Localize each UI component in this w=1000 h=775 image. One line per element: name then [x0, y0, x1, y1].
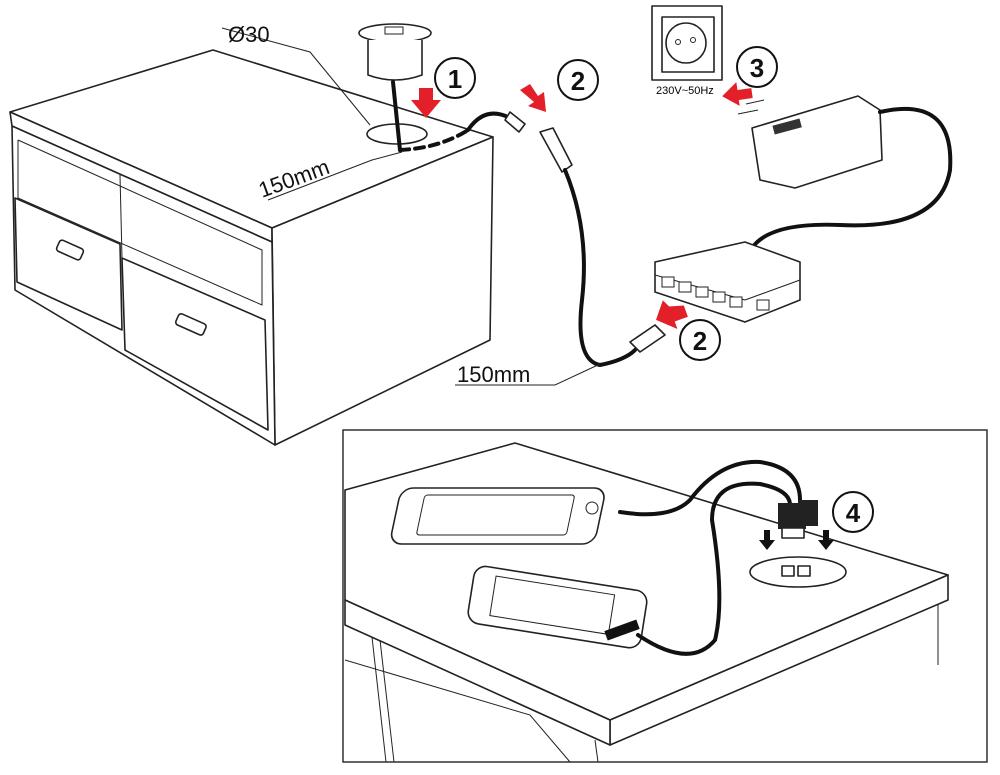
- connector-plug: [629, 324, 666, 353]
- smartphone: [467, 565, 648, 649]
- step-4-marker: 4: [832, 491, 874, 533]
- svg-text:2: 2: [693, 326, 707, 356]
- connector-female: [539, 127, 573, 173]
- svg-text:3: 3: [750, 53, 764, 83]
- usb-plugs: [778, 500, 818, 539]
- step-2b-marker: 2: [679, 319, 721, 361]
- svg-text:2: 2: [571, 66, 585, 96]
- voltage-label: 230V~50Hz: [656, 85, 714, 97]
- desk-socket: [749, 556, 847, 588]
- hole-diameter-label: Ø30: [228, 22, 270, 47]
- step-1-marker: 1: [434, 57, 476, 99]
- drawer-left: [14, 197, 123, 331]
- wall-outlet: [651, 5, 723, 81]
- arrow-left-icon-2: [656, 300, 688, 330]
- cable-length-bottom-label: 150mm: [457, 362, 530, 387]
- arrow-down-icon: [411, 88, 441, 118]
- step-3-marker: 3: [736, 46, 778, 88]
- arrow-down-icon-4b: [818, 530, 834, 550]
- power-adapter: [737, 95, 883, 189]
- desk-panel-frame: [342, 429, 988, 763]
- drawer-right: [121, 257, 269, 431]
- cabinet: [9, 49, 494, 446]
- arrow-down-icon-4a: [759, 530, 775, 550]
- arrow-diagonal-icon: [520, 84, 546, 112]
- tablet: [390, 487, 605, 545]
- usb-socket: [358, 23, 432, 81]
- arrow-left-icon: [722, 82, 753, 106]
- connector-male: [504, 111, 526, 133]
- usb-distributor: [654, 241, 801, 323]
- svg-text:1: 1: [448, 64, 462, 94]
- svg-text:4: 4: [846, 498, 861, 528]
- step-2-marker: 2: [557, 59, 599, 101]
